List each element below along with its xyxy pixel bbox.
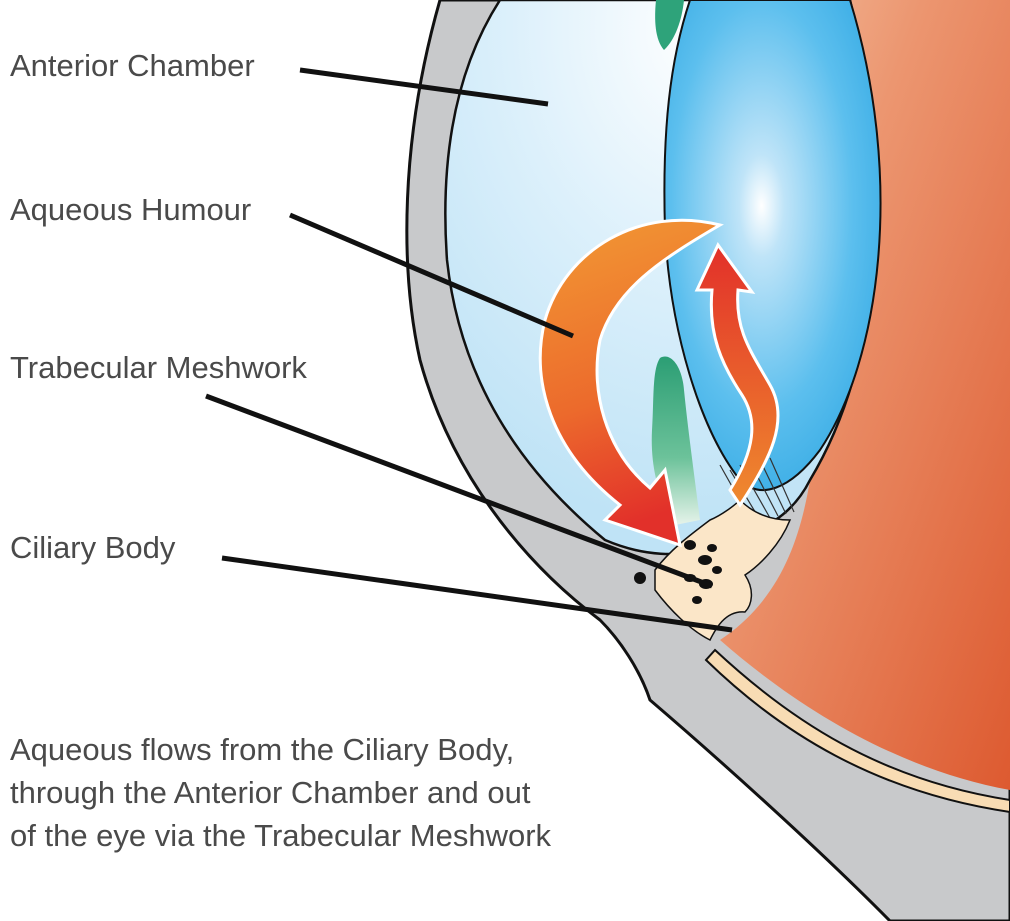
leader-anterior-chamber: [299, 67, 549, 107]
iris-top: [655, 0, 684, 50]
flow-arrow-up: [694, 242, 780, 508]
flow-arrow-down: [538, 218, 724, 548]
leader-trabecular-meshwork: [205, 393, 713, 589]
caption: Aqueous flows from the Ciliary Body, thr…: [10, 728, 551, 857]
caption-line-3: of the eye via the Trabecular Meshwork: [10, 818, 552, 853]
label-anterior-chamber: Anterior Chamber: [10, 48, 255, 83]
iris-muscle: [720, 0, 1010, 790]
label-trabecular-meshwork: Trabecular Meshwork: [10, 350, 307, 385]
label-aqueous-humour: Aqueous Humour: [10, 192, 252, 227]
label-ciliary-body: Ciliary Body: [10, 530, 176, 565]
leader-ciliary-body: [221, 555, 733, 633]
caption-line-2: through the Anterior Chamber and out: [10, 775, 531, 810]
ciliary-body-shape: [654, 498, 792, 642]
leader-aqueous-humour: [289, 212, 574, 339]
choroid-layer: [704, 648, 1010, 814]
caption-line-1: Aqueous flows from the Ciliary Body,: [10, 732, 515, 767]
